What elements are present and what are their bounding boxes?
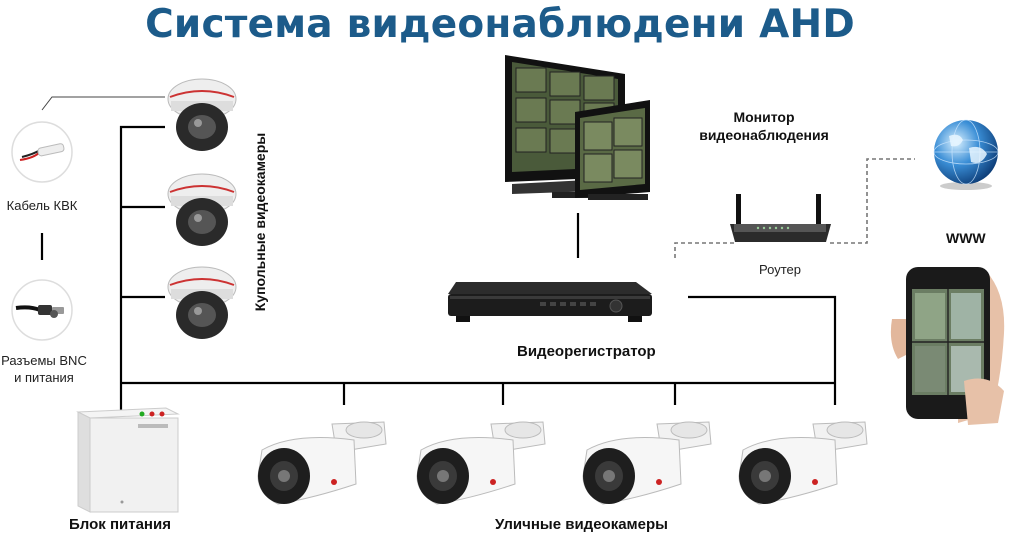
- dome-camera-1: [165, 75, 239, 157]
- dvr-icon: [444, 280, 654, 328]
- monitor-icon: [500, 52, 660, 202]
- router-icon: [728, 190, 833, 252]
- router-label: Роутер: [745, 262, 815, 277]
- kvk-cable-icon: [10, 120, 74, 184]
- monitor-label: Монитор видеонаблюдения: [664, 108, 864, 144]
- bnc-connector-icon: [10, 278, 74, 342]
- dome-camera-2: [165, 170, 239, 252]
- globe-icon: [929, 118, 1003, 192]
- router-dvr-dashed-link: [675, 243, 735, 258]
- power-supply-box: [76, 406, 180, 514]
- dome-camera-3: [165, 263, 239, 345]
- street-camera-4: [735, 414, 871, 514]
- smartphone-icon: [888, 263, 1010, 428]
- cable-leader-line: [42, 97, 165, 110]
- dome-cameras-label: Купольные видеокамеры: [252, 122, 268, 322]
- dome-bus-wire: [121, 127, 165, 410]
- cable-label: Кабель КВК: [0, 198, 84, 213]
- power-supply-label: Блок питания: [69, 516, 171, 533]
- connectors-label: Разъемы BNC и питания: [0, 352, 90, 386]
- street-camera-3: [579, 414, 715, 514]
- street-camera-2: [413, 414, 549, 514]
- dvr-label: Видеорегистратор: [517, 343, 656, 360]
- street-camera-1: [254, 414, 390, 514]
- www-label: WWW: [946, 230, 986, 246]
- router-www-dashed-link: [830, 159, 915, 243]
- dvr-bus-wire: [688, 297, 835, 405]
- street-cameras-label: Уличные видеокамеры: [495, 516, 668, 533]
